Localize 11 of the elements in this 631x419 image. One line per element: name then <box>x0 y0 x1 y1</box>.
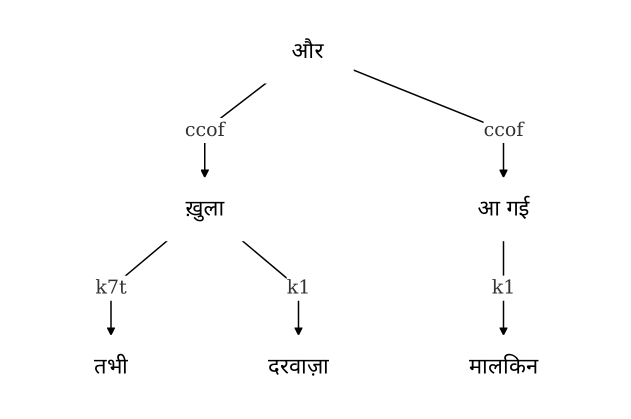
node-text: मालकिन <box>468 354 538 380</box>
edge-label: k1 <box>491 277 515 299</box>
edge-label: k7t <box>94 277 126 299</box>
node-text: तभी <box>94 354 128 380</box>
edge-label: ccof <box>184 119 224 142</box>
node-text: और <box>290 39 323 64</box>
edge-label: k1 <box>286 277 310 299</box>
edge-label: ccof <box>483 119 523 142</box>
node-text: ख़ुला <box>184 197 224 222</box>
node-text: आ गई <box>477 197 529 222</box>
node-text: दरवाज़ा <box>268 354 328 380</box>
